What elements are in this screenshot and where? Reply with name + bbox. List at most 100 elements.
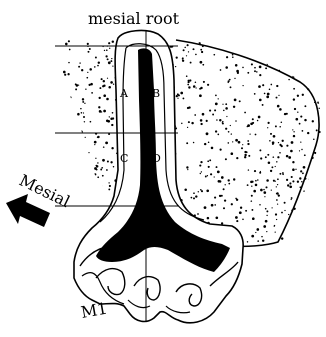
stipple-dot bbox=[275, 231, 276, 232]
stipple-dot bbox=[278, 142, 279, 143]
stipple-dot bbox=[203, 81, 205, 83]
stipple-dot bbox=[255, 232, 256, 233]
stipple-dot bbox=[228, 131, 230, 133]
stipple-dot bbox=[86, 187, 88, 189]
stipple-dot bbox=[244, 154, 246, 156]
stipple-dot bbox=[253, 54, 256, 57]
stipple-dot bbox=[83, 116, 85, 118]
stipple-dot bbox=[300, 116, 302, 118]
stipple-dot bbox=[195, 195, 197, 197]
stipple-dot bbox=[83, 112, 84, 113]
stipple-dot bbox=[305, 75, 307, 77]
stipple-dot bbox=[258, 85, 261, 88]
stipple-dot bbox=[215, 103, 218, 106]
stipple-dot bbox=[301, 149, 302, 150]
stipple-dot bbox=[201, 171, 202, 172]
stipple-dot bbox=[182, 57, 184, 59]
stipple-dot bbox=[113, 84, 114, 85]
stipple-dot bbox=[67, 179, 69, 181]
stipple-dot bbox=[251, 63, 253, 65]
stipple-dot bbox=[225, 103, 227, 105]
stipple-dot bbox=[231, 152, 234, 155]
stipple-dot bbox=[307, 195, 308, 196]
stipple-dot bbox=[187, 107, 189, 109]
stipple-dot bbox=[251, 195, 253, 197]
stipple-dot bbox=[309, 200, 311, 202]
stipple-dot bbox=[94, 173, 96, 175]
stipple-dot bbox=[298, 45, 301, 48]
stipple-dot bbox=[103, 110, 106, 113]
stipple-dot bbox=[266, 96, 269, 99]
stipple-dot bbox=[277, 105, 280, 108]
stipple-dot bbox=[207, 160, 209, 162]
stipple-dot bbox=[317, 192, 320, 195]
stipple-dot bbox=[292, 244, 294, 246]
stipple-dot bbox=[303, 42, 305, 44]
stipple-dot bbox=[304, 119, 306, 121]
stipple-dot bbox=[267, 93, 270, 96]
stipple-dot bbox=[233, 106, 235, 108]
stipple-dot bbox=[240, 207, 242, 209]
region-label-c: C bbox=[120, 152, 128, 165]
stipple-dot bbox=[291, 199, 292, 200]
stipple-dot bbox=[307, 217, 309, 219]
stipple-dot bbox=[321, 45, 322, 46]
stipple-dot bbox=[270, 133, 272, 135]
stipple-dot bbox=[263, 191, 266, 194]
stipple-dot bbox=[243, 37, 246, 40]
stipple-dot bbox=[87, 163, 88, 164]
stipple-dot bbox=[307, 88, 309, 90]
stipple-dot bbox=[235, 47, 237, 49]
stipple-dot bbox=[223, 207, 225, 209]
stipple-dot bbox=[98, 106, 100, 108]
stipple-dot bbox=[188, 86, 190, 88]
stipple-dot bbox=[291, 210, 292, 211]
stipple-dot bbox=[202, 64, 204, 66]
stipple-dot bbox=[313, 138, 315, 140]
stipple-dot bbox=[226, 116, 227, 117]
stipple-dot bbox=[107, 160, 109, 162]
stipple-dot bbox=[228, 142, 230, 144]
stipple-dot bbox=[238, 141, 241, 144]
stipple-dot bbox=[112, 40, 114, 42]
stipple-dot bbox=[304, 154, 306, 156]
stipple-dot bbox=[108, 121, 109, 122]
stipple-dot bbox=[113, 166, 114, 167]
stipple-dot bbox=[189, 79, 191, 81]
stipple-dot bbox=[231, 133, 232, 134]
stipple-dot bbox=[229, 41, 231, 43]
stipple-dot bbox=[275, 166, 276, 167]
stipple-dot bbox=[301, 238, 303, 240]
stipple-dot bbox=[94, 167, 97, 170]
stipple-dot bbox=[293, 98, 295, 100]
stipple-dot bbox=[318, 80, 319, 81]
stipple-dot bbox=[314, 198, 316, 200]
stipple-dot bbox=[321, 151, 322, 152]
stipple-dot bbox=[282, 140, 284, 142]
stipple-dot bbox=[309, 38, 310, 39]
stipple-dot bbox=[102, 175, 104, 177]
stipple-dot bbox=[98, 62, 100, 64]
stipple-dot bbox=[232, 141, 233, 142]
stipple-dot bbox=[295, 46, 297, 48]
stipple-dot bbox=[87, 43, 89, 45]
stipple-dot bbox=[70, 96, 72, 98]
stipple-dot bbox=[217, 38, 218, 39]
stipple-dot bbox=[223, 188, 225, 190]
stipple-dot bbox=[71, 110, 73, 112]
stipple-dot bbox=[213, 54, 215, 56]
stipple-dot bbox=[85, 88, 86, 89]
stipple-dot bbox=[292, 161, 294, 163]
stipple-dot bbox=[184, 47, 186, 49]
stipple-dot bbox=[254, 93, 256, 95]
stipple-dot bbox=[252, 217, 255, 220]
stipple-dot bbox=[88, 51, 90, 53]
stipple-dot bbox=[81, 69, 83, 71]
stipple-dot bbox=[288, 50, 290, 52]
stipple-dot bbox=[234, 78, 235, 79]
stipple-dot bbox=[195, 54, 197, 56]
stipple-dot bbox=[312, 120, 314, 122]
stipple-dot bbox=[188, 51, 189, 52]
stipple-dot bbox=[193, 197, 195, 199]
stipple-dot bbox=[63, 136, 66, 139]
